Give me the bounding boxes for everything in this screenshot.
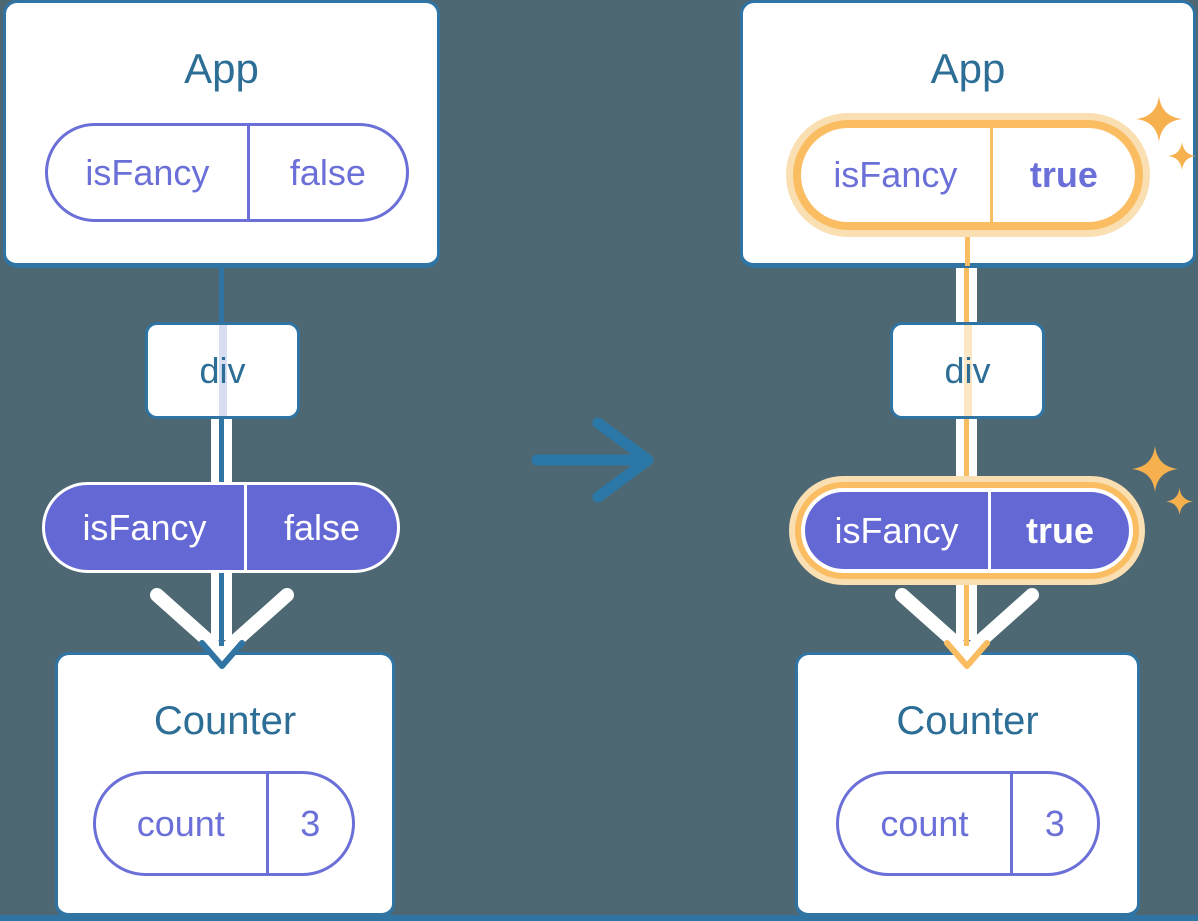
four-point-sparkle-icon (1136, 96, 1182, 142)
before-div-card: div (145, 322, 300, 419)
before-app-card: App isFancy false (3, 0, 440, 268)
prop-value: true (989, 128, 1135, 222)
before-app-title: App (184, 45, 259, 92)
after-passed-prop-pill-body: isFancy true (805, 492, 1129, 569)
state-value: 3 (265, 774, 352, 873)
four-point-sparkle-icon (1166, 488, 1193, 515)
after-div-label: div (944, 349, 991, 391)
before-counter-card: Counter count 3 (55, 652, 395, 918)
after-app-to-div-line (964, 264, 969, 326)
after-pill-to-counter-line (964, 576, 969, 646)
before-app-prop-pill: isFancy false (45, 123, 409, 222)
four-point-sparkle-icon (1168, 142, 1196, 170)
before-pill-to-counter-line (219, 570, 224, 646)
after-div-to-pill-line (964, 415, 969, 487)
prop-name: isFancy (82, 506, 207, 548)
prop-name: isFancy (85, 151, 210, 193)
after-app-inner-line (965, 229, 970, 266)
right-arrow-icon (531, 417, 654, 503)
before-passed-prop-pill: isFancy false (42, 482, 400, 573)
prop-value: true (987, 492, 1129, 569)
before-div-to-pill-line (219, 415, 224, 487)
four-point-sparkle-icon (1132, 446, 1178, 492)
state-name: count (136, 802, 225, 844)
prop-value: false (246, 126, 406, 219)
state-value: 3 (1009, 774, 1097, 873)
before-counter-title: Counter (153, 699, 297, 743)
prop-value: false (243, 485, 397, 570)
down-chevron-icon (895, 588, 1039, 660)
bottom-edge-line (0, 915, 1198, 921)
prop-name: isFancy (833, 154, 958, 195)
before-counter-state-pill: count 3 (93, 771, 355, 876)
down-chevron-arrowhead-icon (199, 640, 245, 669)
after-app-title: App (930, 45, 1006, 92)
state-name: count (880, 802, 969, 844)
after-div-prop-stripe (963, 325, 972, 416)
after-div-card: div (890, 322, 1045, 419)
after-passed-prop-pill: isFancy true (795, 482, 1139, 579)
after-app-prop-pill: isFancy true (793, 120, 1143, 230)
before-div-prop-stripe (218, 325, 227, 416)
prop-name: isFancy (834, 509, 959, 551)
down-chevron-icon (150, 588, 294, 660)
after-counter-state-pill: count 3 (836, 771, 1100, 876)
down-chevron-arrowhead-icon (944, 640, 990, 669)
after-counter-card: Counter count 3 (795, 652, 1140, 918)
after-app-card: App isFancy true (740, 0, 1196, 268)
after-counter-title: Counter (896, 699, 1039, 743)
before-app-to-div-line (219, 264, 224, 326)
before-div-label: div (199, 349, 246, 391)
